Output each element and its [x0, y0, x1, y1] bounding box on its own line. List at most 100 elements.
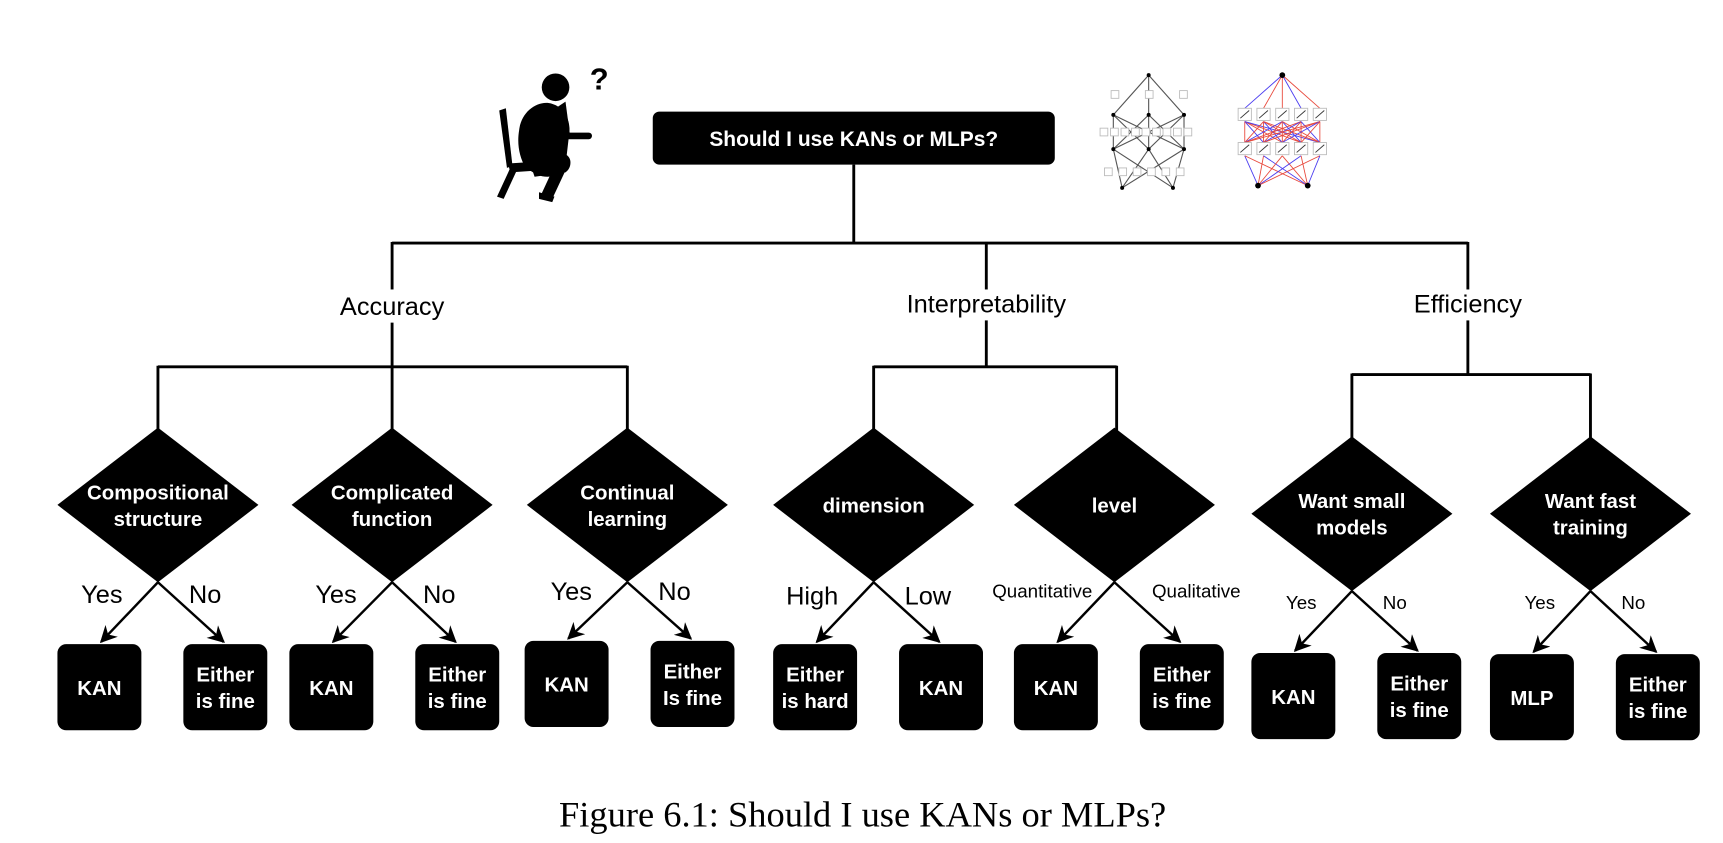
branch-label: No [189, 581, 221, 609]
result-node: KAN [899, 644, 983, 731]
branch-label: Low [905, 582, 952, 610]
kan-node [1146, 73, 1151, 78]
decision-question-text: structure [114, 509, 203, 531]
decision-diamond [526, 427, 728, 583]
decision-question-text: Continual [580, 482, 674, 504]
kan-edge [1113, 148, 1174, 189]
branch-arrow [1589, 590, 1658, 654]
category-label-accuracy: Accuracy [340, 293, 445, 321]
person-thinking-on-chair-icon [497, 73, 593, 203]
decision-question-text: level [1092, 496, 1137, 518]
result-text: Either [1153, 665, 1211, 687]
result-box [183, 644, 268, 731]
result-node: KAN [1013, 644, 1098, 731]
decision-question-text: learning [588, 509, 667, 531]
kan-node [1182, 147, 1186, 152]
result-box [1251, 652, 1336, 740]
kan-node [1170, 185, 1175, 190]
root-question-text: Should I use KANs or MLPs? [709, 128, 998, 151]
result-box [899, 644, 983, 731]
result-box [1615, 654, 1700, 741]
result-box [289, 644, 374, 731]
branch-label: No [1621, 592, 1645, 613]
branch-arrow [331, 581, 393, 644]
result-text: KAN [77, 678, 121, 700]
mlp-edge [1263, 121, 1321, 143]
result-node: KAN [57, 644, 142, 731]
branch-label: Yes [81, 581, 122, 609]
decision-diamond [1013, 427, 1215, 583]
branch-label: Yes [315, 581, 356, 609]
result-box [524, 640, 609, 727]
mlp-edge [1300, 155, 1309, 186]
decision-node: levelQuantitativeKANQualitativeEitheris … [992, 427, 1241, 731]
mlp-edge [1282, 74, 1321, 109]
decision-question-text: Compositional [87, 482, 229, 504]
branch-arrow [626, 581, 693, 640]
branch-arrow [1532, 590, 1592, 654]
mlp-node [1304, 182, 1311, 189]
mlp-edge [1257, 155, 1302, 186]
branch-label: Qualitative [1152, 581, 1241, 602]
branch-label: Yes [1524, 592, 1555, 613]
branch-label: High [786, 582, 838, 610]
result-text: Is fine [663, 688, 722, 710]
decision-diamond [57, 427, 259, 583]
branch-arrow [1056, 581, 1116, 644]
result-text: Either [196, 665, 254, 687]
mlp-edge [1300, 121, 1321, 143]
kan-node [1111, 147, 1116, 152]
mlp-edge [1281, 74, 1302, 109]
mlp-edge [1244, 121, 1302, 143]
result-box [773, 644, 858, 731]
kan-node [1182, 112, 1186, 117]
branch-arrow [567, 581, 629, 640]
result-box [1139, 644, 1224, 731]
result-text: is hard [782, 691, 849, 713]
branch-label: Yes [551, 578, 592, 606]
branch-arrow [872, 581, 941, 644]
decision-question-text: function [352, 509, 433, 531]
question-mark-icon: ? [590, 61, 609, 96]
decision-diamond [1489, 436, 1691, 592]
mlp-edge [1244, 155, 1308, 187]
decision-question-text: models [1316, 518, 1387, 540]
kan-network-diagram-icon [1099, 73, 1193, 190]
branch-label: Quantitative [992, 581, 1092, 602]
branch-arrow [157, 581, 225, 644]
kan-edge [1112, 74, 1150, 116]
result-text: is fine [428, 691, 487, 713]
mlp-network-diagram-icon [1237, 72, 1327, 189]
result-node: KAN [289, 644, 374, 731]
result-text: is fine [1390, 700, 1449, 722]
mlp-node [1279, 72, 1286, 79]
result-text: KAN [309, 678, 353, 700]
result-text: Either [428, 665, 486, 687]
result-node: Either Is fine [650, 640, 735, 727]
kan-edge [1148, 148, 1174, 189]
result-text: is fine [196, 691, 255, 713]
result-text: Either [1629, 675, 1687, 697]
result-text: MLP [1510, 688, 1553, 710]
tree-connectors [156, 164, 1592, 439]
kan-node [1146, 147, 1151, 152]
category-label-interpretability: Interpretability [907, 291, 1067, 319]
decision-question-text: dimension [823, 496, 925, 518]
result-text: Either [664, 661, 722, 683]
result-box [415, 644, 500, 731]
result-node: MLP [1489, 654, 1574, 741]
branch-arrow [99, 581, 159, 644]
mlp-edge [1263, 155, 1308, 186]
result-text: KAN [544, 675, 588, 697]
mlp-edge [1244, 121, 1283, 143]
